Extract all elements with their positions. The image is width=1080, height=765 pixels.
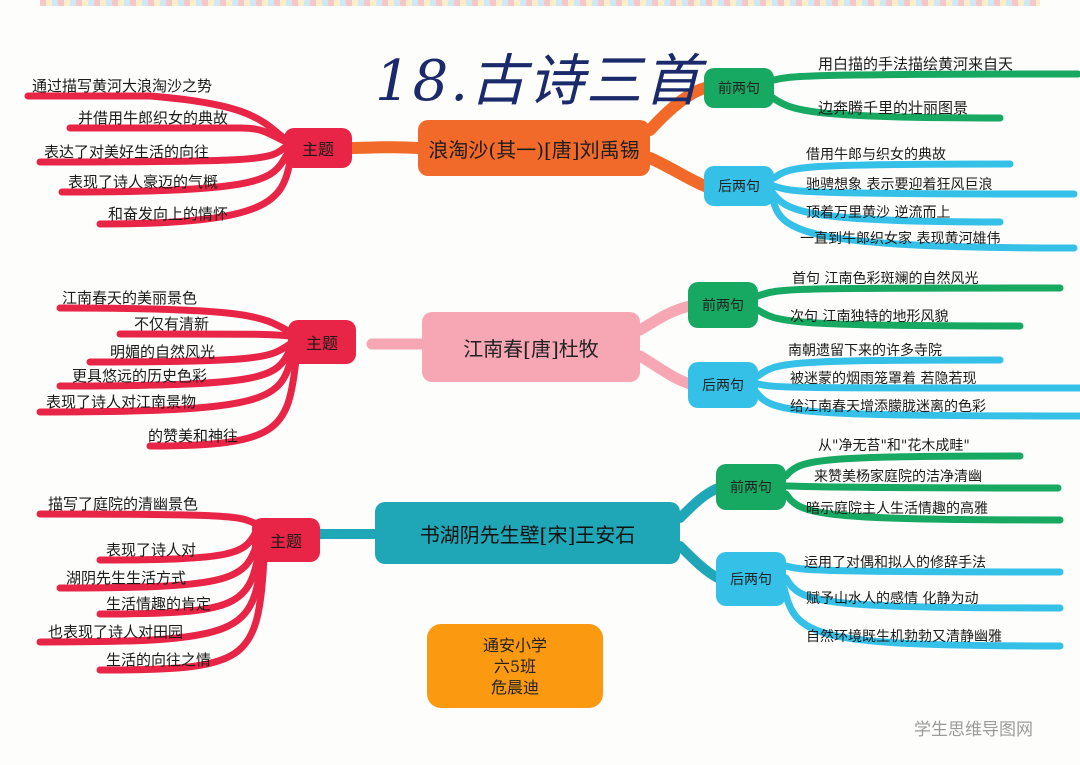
author-name: 危晨迪 (490, 677, 539, 697)
poem1-first-line: 用白描的手法描绘黄河来自天 (818, 55, 1014, 73)
leaf-p2-l1 (754, 356, 1004, 380)
poem1-theme-item: 和奋发向上的情怀 (108, 205, 229, 223)
site-watermark: 学生思维导图网 (914, 720, 1033, 740)
branch-poem1-last (644, 152, 711, 192)
poem3-first-lines-node: 前两句 (716, 464, 786, 510)
poem2-last-line: 给江南春天增添朦胧迷离的色彩 (790, 399, 986, 415)
leaf-p3-l3 (780, 584, 1064, 650)
leaf-p3-t5 (36, 548, 266, 646)
leaf-p2-t4 (56, 346, 294, 390)
poem1-last-line: 一直到牛郎织女家 表现黄河雄伟 (800, 231, 1001, 247)
poem3-last-line: 自然环境既生机勃勃又清静幽雅 (806, 629, 1002, 645)
leaf-p3-f2 (782, 482, 1062, 492)
branch-poem1-first (644, 82, 711, 136)
poem3-first-line: 暗示庭院主人生活情趣的高雅 (806, 501, 988, 517)
leaf-p2-l2 (754, 380, 1080, 392)
leaf-p1-l3 (768, 188, 1004, 226)
poem3-last-line: 运用了对偶和拟人的修辞手法 (804, 555, 986, 571)
leaf-p1-l4 (768, 192, 1078, 252)
poem3-theme-item: 生活情趣的肯定 (106, 595, 212, 613)
poem3-theme-item: 生活的向往之情 (106, 651, 212, 669)
leaf-p3-t1 (36, 510, 260, 528)
leaf-p2-t1 (56, 304, 294, 336)
branch-poem1-theme (346, 141, 424, 154)
poem3-last-line: 赋予山水人的感情 化静为动 (806, 591, 979, 607)
poem2-last-line: 被迷蒙的烟雨笼罩着 若隐若现 (790, 371, 977, 387)
poem3-theme-item: 也表现了诗人对田园 (48, 623, 184, 641)
poem2-theme-item: 更具悠远的历史色彩 (72, 367, 208, 385)
leaf-p1-t1 (24, 92, 290, 144)
branch-poem3-last (675, 541, 723, 583)
poem2-theme-item: 不仅有清新 (134, 315, 210, 333)
branch-poem2-first (634, 300, 696, 336)
leaf-p1-l1 (770, 160, 1014, 182)
leaf-p2-t3 (86, 340, 294, 366)
poem2-theme-item: 的赞美和神往 (148, 427, 239, 445)
poem3-theme-item: 描写了庭院的清幽景色 (48, 495, 199, 513)
poem1-first-line: 边奔腾千里的壮丽图景 (818, 99, 969, 117)
leaf-p3-f1 (782, 452, 1024, 480)
leaf-p3-l1 (782, 562, 1064, 576)
poem2-last-lines-node: 后两句 (688, 362, 758, 408)
poem3-theme-node: 主题 (252, 518, 320, 562)
poem1-node: 浪淘沙(其一)[唐]刘禹锡 (418, 120, 650, 176)
leaf-p1-l2 (770, 182, 1078, 198)
poem1-last-line: 借用牛郎与织女的典故 (806, 147, 946, 163)
branch-poem3-first (675, 483, 723, 523)
leaf-p2-t6 (146, 356, 300, 450)
poem3-first-line: 来赞美杨家庭院的洁净清幽 (814, 469, 982, 485)
poem3-theme-item: 表现了诗人对 (106, 541, 197, 559)
leaf-p3-t4 (96, 542, 264, 618)
poem2-first-lines-node: 前两句 (688, 282, 758, 328)
poem1-last-line: 驰骋想象 表示要迎着狂风巨浪 (806, 177, 993, 193)
branch-poem2-last (634, 350, 696, 390)
poem1-theme-item: 表现了诗人豪迈的气概 (68, 173, 219, 191)
school-name: 通安小学 (482, 635, 547, 655)
poem3-theme-item: 湖阴先生生活方式 (66, 569, 187, 587)
poem1-theme-item: 通过描写黄河大浪淘沙之势 (32, 77, 213, 95)
poem2-theme-item: 江南春天的美丽景色 (62, 289, 198, 307)
author-signature-box: 通安小学 六5班 危晨迪 (427, 624, 603, 708)
poem1-theme-node: 主题 (284, 128, 352, 168)
leaf-p1-t4 (58, 152, 290, 196)
poem2-theme-item: 明媚的自然风光 (110, 343, 216, 361)
poem1-last-line: 顶着万里黄沙 逆流而上 (806, 205, 951, 221)
decorative-top-band (40, 0, 1040, 6)
leaf-p2-l3 (752, 388, 1080, 420)
leaf-p1-t3 (36, 144, 288, 166)
leaf-p1-t5 (96, 158, 294, 228)
poem2-first-line: 次句 江南独特的地形风貌 (790, 309, 949, 325)
poem3-node: 书湖阴先生壁[宋]王安石 (375, 502, 680, 564)
leaf-p3-l2 (782, 574, 1064, 612)
leaf-p2-f1 (754, 284, 1064, 300)
poem2-first-line: 首句 江南色彩斑斓的自然风光 (792, 271, 979, 287)
class-name: 六5班 (493, 656, 537, 676)
poem3-last-lines-node: 后两句 (716, 552, 786, 606)
poem1-first-lines-node: 前两句 (704, 68, 774, 108)
leaf-p3-t2 (96, 528, 260, 564)
page-title: 18.古诗三首 (375, 49, 703, 114)
leaf-p2-t5 (36, 352, 296, 416)
poem1-theme-item: 表达了对美好生活的向往 (44, 143, 210, 161)
leaf-p1-f2 (766, 92, 1004, 122)
leaf-p1-f1 (770, 70, 1080, 84)
poem1-last-lines-node: 后两句 (704, 166, 774, 206)
poem3-first-line: 从"净无苔"和"花木成畦" (818, 438, 970, 454)
poem1-theme-item: 并借用牛郎织女的典故 (78, 109, 229, 127)
leaf-p2-f2 (754, 306, 1024, 330)
poem2-theme-node: 主题 (288, 320, 356, 364)
poem2-node: 江南春[唐]杜牧 (422, 312, 640, 382)
leaf-p3-t6 (96, 554, 268, 674)
poem2-theme-item: 表现了诗人对江南景物 (46, 393, 197, 411)
leaf-p3-f3 (782, 490, 1064, 524)
leaf-p1-t2 (66, 124, 290, 146)
poem2-last-line: 南朝遗留下来的许多寺院 (788, 343, 942, 359)
leaf-p2-t2 (116, 330, 294, 340)
